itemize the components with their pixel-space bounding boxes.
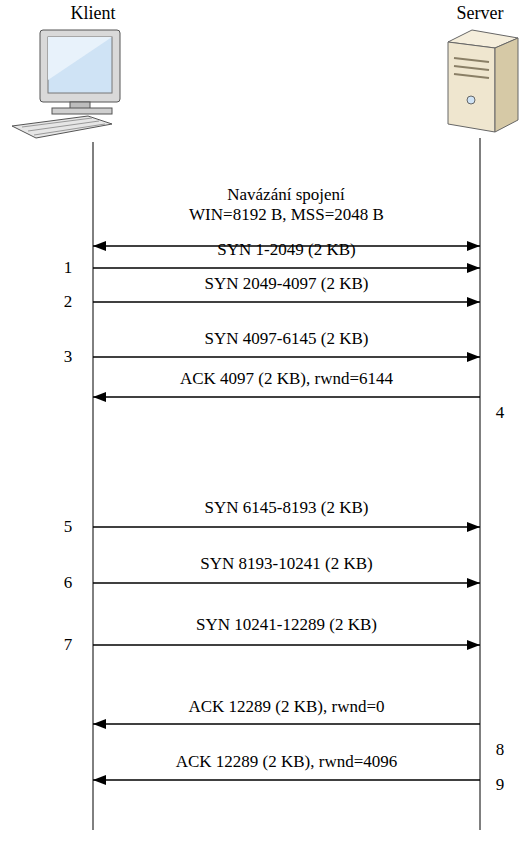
server-front <box>448 42 495 132</box>
message-arrow <box>93 301 480 302</box>
message-label-box: SYN 8193-10241 (2 KB) <box>200 554 372 574</box>
message-arrow <box>93 723 480 724</box>
keyboard-keys <box>22 118 92 127</box>
callout-number-box: 8 <box>496 740 505 760</box>
callout-number: 2 <box>64 292 73 311</box>
actor-label: Klient <box>28 2 158 24</box>
message-label-box: SYN 6145-8193 (2 KB) <box>205 498 369 518</box>
callout-number: 1 <box>64 258 73 277</box>
power-button <box>467 96 475 104</box>
phase-label: Navázání spojení <box>227 185 345 204</box>
message-label: SYN 8193-10241 (2 KB) <box>200 554 372 573</box>
actor-node: Klient <box>28 2 158 142</box>
message-arrow <box>93 644 480 645</box>
message-label-box: SYN 4097-6145 (2 KB) <box>205 329 369 349</box>
message-label: ACK 12289 (2 KB), rwnd=4096 <box>176 752 398 771</box>
message-arrow <box>93 582 480 583</box>
message-label-box: WIN=8192 B, MSS=2048 B <box>189 205 384 225</box>
keyboard-keys <box>28 121 99 131</box>
message-label: SYN 2049-4097 (2 KB) <box>205 274 369 293</box>
keyboard <box>12 116 112 138</box>
message-label: ACK 4097 (2 KB), rwnd=6144 <box>180 369 393 388</box>
drive-slot <box>454 58 489 62</box>
callout-number-box: 7 <box>64 635 73 655</box>
drive-slot <box>454 74 489 78</box>
callout-number-box: 1 <box>64 258 73 278</box>
message-label-box: SYN 1-2049 (2 KB) <box>217 240 355 260</box>
callout-number: 4 <box>496 403 505 422</box>
message-arrow <box>93 779 480 780</box>
message-label: SYN 6145-8193 (2 KB) <box>205 498 369 517</box>
lifeline <box>93 142 94 830</box>
message-label-box: SYN 2049-4097 (2 KB) <box>205 274 369 294</box>
actor-node: Server <box>440 2 520 138</box>
callout-number-box: 5 <box>64 517 73 537</box>
callout-number-box: 6 <box>64 573 73 593</box>
phase-label-box: Navázání spojení <box>227 185 345 205</box>
message-arrow <box>93 526 480 527</box>
callout-number: 3 <box>64 347 73 366</box>
message-label: SYN 4097-6145 (2 KB) <box>205 329 369 348</box>
callout-number: 5 <box>64 517 73 536</box>
message-label: ACK 12289 (2 KB), rwnd=0 <box>188 697 384 716</box>
actor-label: Server <box>440 2 520 24</box>
callout-number: 6 <box>64 573 73 592</box>
message-label-box: ACK 4097 (2 KB), rwnd=6144 <box>180 369 393 389</box>
monitor-screen <box>48 37 112 93</box>
message-arrow <box>93 267 480 268</box>
message-label: SYN 10241-12289 (2 KB) <box>196 615 377 634</box>
callout-number-box: 2 <box>64 292 73 312</box>
message-label-box: ACK 12289 (2 KB), rwnd=0 <box>188 697 384 717</box>
message-label-box: ACK 12289 (2 KB), rwnd=4096 <box>176 752 398 772</box>
server-icon <box>448 30 518 132</box>
callout-number-box: 3 <box>64 347 73 367</box>
lifeline <box>480 138 481 830</box>
message-label: WIN=8192 B, MSS=2048 B <box>189 205 384 224</box>
monitor-base <box>52 108 112 114</box>
callout-number-box: 9 <box>496 775 505 795</box>
computer-icon <box>12 30 120 138</box>
screen-glare <box>48 37 112 80</box>
callout-number: 8 <box>496 740 505 759</box>
message-label-box: SYN 10241-12289 (2 KB) <box>196 615 377 635</box>
callout-number: 7 <box>64 635 73 654</box>
server-side <box>495 38 518 132</box>
monitor-frame <box>40 30 120 102</box>
keyboard-keys <box>34 124 105 135</box>
drive-slot <box>454 66 489 70</box>
message-arrow <box>93 396 480 397</box>
message-label: SYN 1-2049 (2 KB) <box>217 240 355 259</box>
callout-number-box: 4 <box>496 403 505 423</box>
callout-number: 9 <box>496 775 505 794</box>
message-arrow <box>93 356 480 357</box>
